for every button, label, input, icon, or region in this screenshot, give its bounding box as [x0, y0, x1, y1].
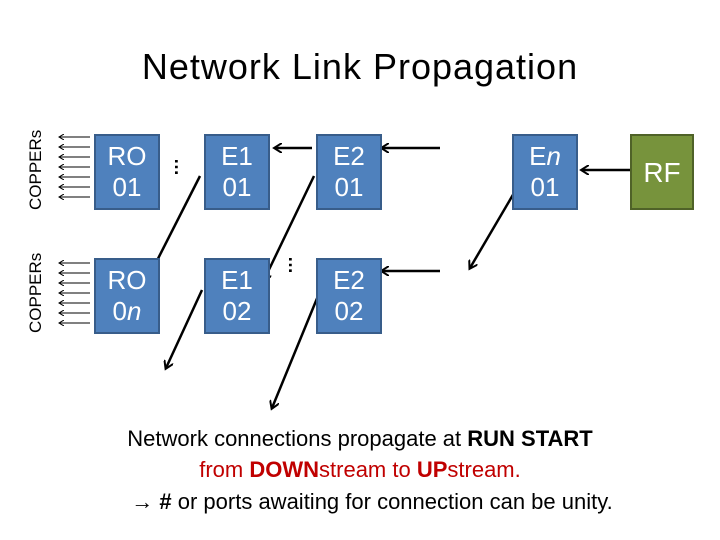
ellipsis-e1-e2: …: [285, 256, 305, 274]
caption-line-3: → # or ports awaiting for connection can…: [131, 489, 613, 514]
box-e1-01: E1 01: [204, 134, 270, 210]
box-en-01-line2: 01: [530, 172, 560, 202]
box-e1-01-line2: 01: [222, 172, 252, 202]
copper-arrows-bottom: [60, 263, 90, 323]
page-title: Network Link Propagation: [141, 46, 579, 87]
box-e2-02-line2: 02: [334, 296, 364, 326]
box-e1-01-line1: E1: [221, 141, 253, 171]
copper-arrows-top: [60, 137, 90, 197]
box-e2-01-line2: 01: [334, 172, 364, 202]
box-e1-02: E1 02: [204, 258, 270, 334]
box-e2-01: E2 01: [316, 134, 382, 210]
box-en-01-line1: En: [529, 141, 561, 171]
caption-line-1: Network connections propagate at RUN STA…: [127, 426, 593, 451]
right-arrow-icon: →: [131, 489, 154, 514]
box-en-01: En 01: [512, 134, 578, 210]
box-e2-02: E2 02: [316, 258, 382, 334]
caption-line-2: from DOWNstream to UPstream.: [199, 457, 521, 482]
box-ro-0n: RO 0n: [94, 258, 160, 334]
box-rf-label: RF: [643, 156, 681, 188]
box-e2-02-line1: E2: [333, 265, 365, 295]
box-e1-02-line2: 02: [222, 296, 252, 326]
box-ro-0n-line1: RO: [107, 265, 147, 295]
box-ro-01-line2: 01: [112, 172, 142, 202]
box-ro-0n-line2: 0n: [112, 296, 142, 326]
box-e1-02-line1: E1: [221, 265, 253, 295]
ellipsis-ro-e1: …: [171, 158, 191, 176]
box-e2-01-line1: E2: [333, 141, 365, 171]
box-rf: RF: [630, 134, 694, 210]
box-ro-01: RO 01: [94, 134, 160, 210]
box-ro-01-line1: RO: [107, 141, 147, 171]
